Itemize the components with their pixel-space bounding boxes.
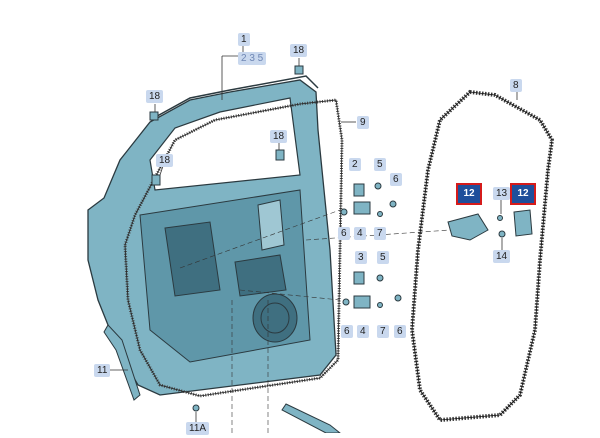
label-5-lower: 5: [377, 251, 389, 264]
label-6-upper-left: 6: [338, 227, 350, 240]
clip-18-mid: [275, 149, 285, 161]
clip-18-top: [294, 65, 304, 75]
striker: [513, 209, 533, 237]
label-18-low: 18: [156, 154, 174, 167]
label-18-top: 18: [290, 44, 308, 57]
trim-strip-11: [103, 324, 141, 401]
label-9: 9: [357, 116, 369, 129]
info-badge-12-right[interactable]: 12: [510, 183, 536, 205]
label-4-upper: 4: [354, 227, 366, 240]
label-6-upper-right: 6: [390, 173, 402, 186]
label-11a: 11A: [186, 422, 210, 435]
label-5-upper: 5: [374, 158, 386, 171]
label-18-mid: 18: [270, 130, 288, 143]
clip-18-low: [151, 174, 161, 186]
label-14: 14: [493, 250, 511, 263]
door-check: [447, 213, 489, 241]
bottom-strip: [281, 403, 342, 434]
label-1-refs: 2 3 5: [238, 52, 267, 65]
label-11: 11: [94, 364, 111, 377]
label-6-lower-left: 6: [341, 325, 353, 338]
label-4-lower: 4: [357, 325, 369, 338]
label-2: 2: [349, 158, 361, 171]
label-18-left: 18: [146, 90, 164, 103]
panel-cutout-2: [234, 254, 287, 297]
label-7-lower: 7: [377, 325, 389, 338]
label-1: 1: [238, 33, 250, 46]
label-8: 8: [510, 79, 522, 92]
label-13: 13: [493, 187, 511, 200]
panel-cutout-1: [164, 221, 221, 297]
window-opening: [149, 97, 301, 191]
body-seal-8: [409, 89, 555, 423]
clip-18-left: [149, 111, 159, 121]
label-3: 3: [355, 251, 367, 264]
handle-recess: [257, 199, 285, 251]
info-badge-12-left[interactable]: 12: [456, 183, 482, 205]
speaker-hole: [252, 293, 298, 343]
label-7-upper: 7: [374, 227, 386, 240]
hinge-upper: [340, 182, 397, 217]
hinge-lower: [342, 271, 402, 309]
label-6-lower-right: 6: [394, 325, 406, 338]
